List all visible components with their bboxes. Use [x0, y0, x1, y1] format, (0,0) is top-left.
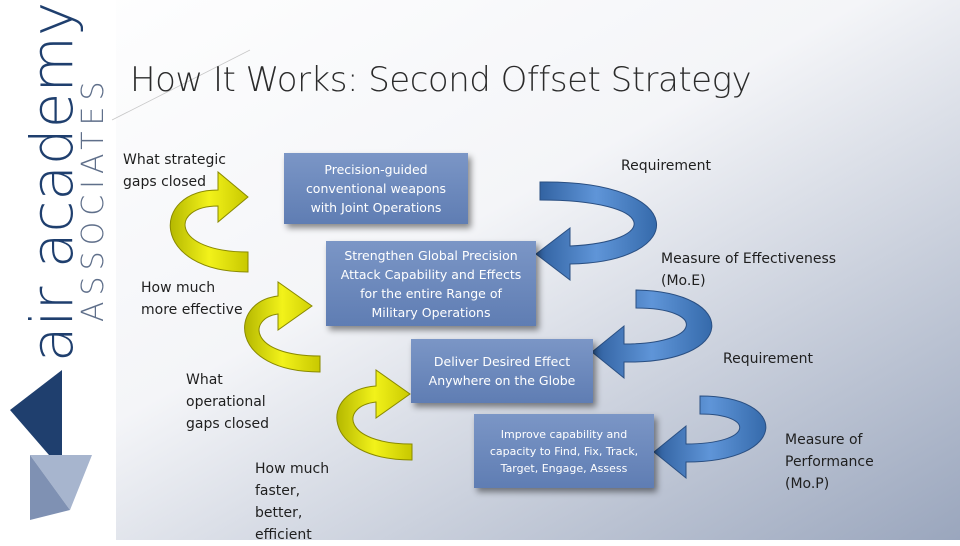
blue-curved-arrow-2: [591, 289, 713, 380]
yellow-curved-arrow-1: [169, 170, 249, 273]
logo-wordmark-line2: ASSOCIATES: [76, 75, 111, 322]
logo-wordmark-line1: air academy: [18, 2, 86, 362]
box-4-text: Improve capability and capacity to Find,…: [489, 427, 639, 475]
box-1-text: Precision-guided conventional weapons wi…: [305, 162, 447, 215]
yellow-curved-arrow-2: [244, 281, 321, 373]
logo-triangle-mark: [10, 370, 92, 520]
blue-curved-arrow-3: [653, 395, 767, 480]
box-strengthen-global-precision: Strengthen Global Precision Attack Capab…: [326, 241, 536, 326]
yellow-curved-arrow-3: [336, 369, 413, 461]
box-improve-capability: Improve capability and capacity to Find,…: [474, 414, 654, 488]
right-label-requirement-2: Requirement: [723, 351, 814, 367]
left-label-faster-better: How much faster, better, efficient: [255, 461, 330, 543]
blue-curved-arrow-1: [535, 181, 658, 282]
left-label-strategic-gaps: What strategic gaps closed: [123, 152, 226, 190]
box-precision-guided-weapons: Precision-guided conventional weapons wi…: [284, 153, 468, 224]
box-2-text: Strengthen Global Precision Attack Capab…: [340, 247, 522, 320]
right-label-mop: Measure of Performance (Mo.P): [785, 432, 874, 492]
company-logo: air academy ASSOCIATES: [10, 2, 111, 520]
slide-title: How It Works: Second Offset Strategy: [130, 60, 752, 100]
box-deliver-desired-effect: Deliver Desired Effect Anywhere on the G…: [411, 339, 593, 403]
right-label-moe: Measure of Effectiveness (Mo.E): [661, 251, 837, 289]
box-3-text: Deliver Desired Effect Anywhere on the G…: [428, 354, 576, 388]
right-label-requirement-1: Requirement: [621, 158, 712, 174]
left-label-more-effective: How much more effective: [141, 280, 243, 318]
left-label-operational-gaps: What operational gaps closed: [186, 372, 270, 432]
